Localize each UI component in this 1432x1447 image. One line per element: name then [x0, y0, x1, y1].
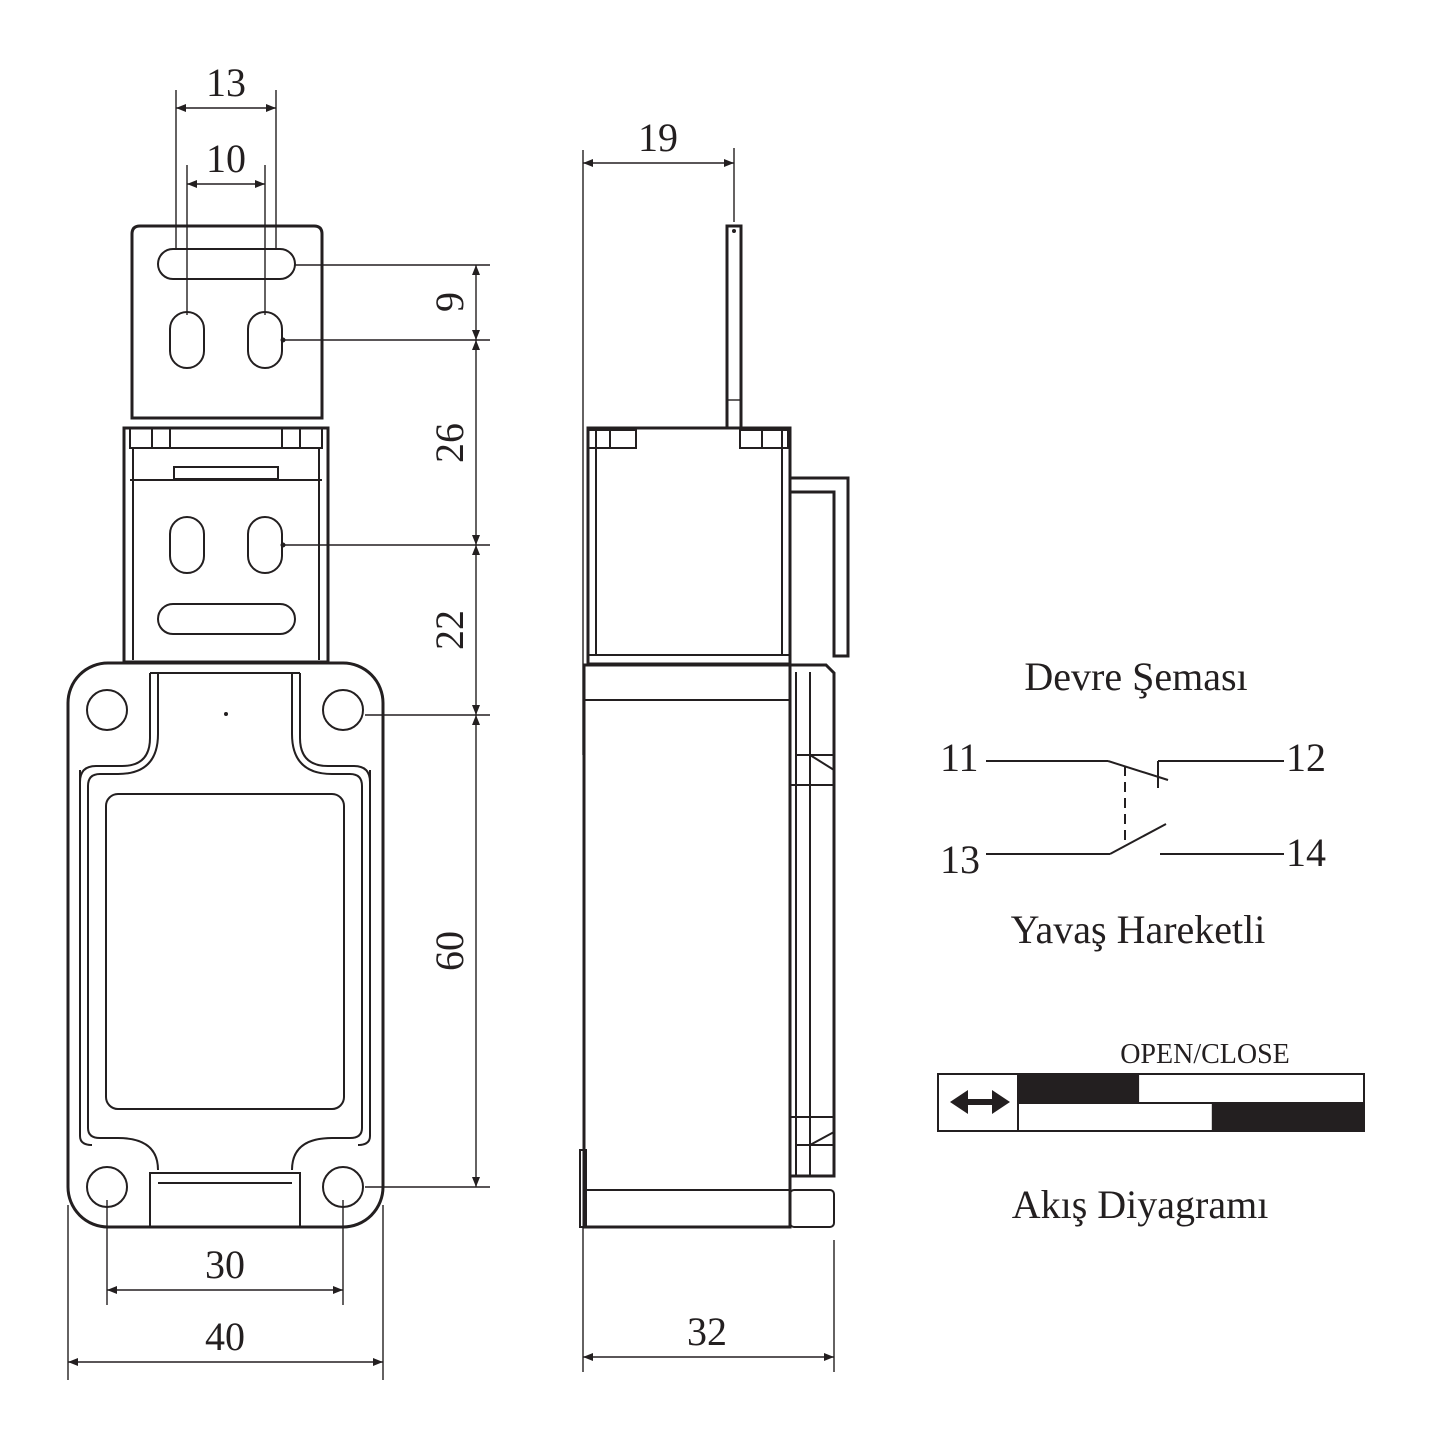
dim-40: 40: [205, 1314, 245, 1359]
key-hole-left: [169, 311, 205, 369]
circuit-title: Devre Şeması: [1024, 654, 1247, 699]
key-slot-horizontal: [157, 248, 296, 280]
terminal-12: 12: [1286, 735, 1326, 780]
circuit-diagram: Devre Şeması 11 12 13 14 Yavaş Hareketli: [940, 654, 1326, 952]
flow-title: Akış Diyagramı: [1012, 1182, 1269, 1227]
dim-60: 60: [427, 931, 472, 971]
side-dimensions: 19 32: [582, 115, 835, 1372]
side-head: [586, 426, 792, 666]
head-hole-right: [247, 516, 283, 574]
head-hole-left: [169, 516, 205, 574]
side-body: [582, 663, 792, 1229]
flow-diagram: OPEN/CLOSE Akış Diyagramı: [937, 1039, 1365, 1227]
dim-19: 19: [638, 115, 678, 160]
terminal-14: 14: [1286, 830, 1326, 875]
terminal-11: 11: [940, 735, 979, 780]
terminal-13: 13: [940, 837, 980, 882]
actuator-key-plate: [130, 224, 324, 420]
switch-body: [66, 661, 385, 1229]
dim-22: 22: [427, 610, 472, 650]
dim-9: 9: [427, 292, 472, 312]
circuit-subtitle: Yavaş Hareketli: [1011, 907, 1266, 952]
flow-header: OPEN/CLOSE: [1120, 1039, 1290, 1070]
side-view: [579, 224, 850, 1229]
dim-13: 13: [206, 60, 246, 105]
mount-hole-top-left: [86, 689, 128, 731]
dim-32: 32: [687, 1309, 727, 1354]
dim-30: 30: [205, 1242, 245, 1287]
double-arrow-icon: [950, 1090, 1010, 1114]
dim-26: 26: [427, 423, 472, 463]
front-dimensions: 13 10 9 26 22 60 30 40: [67, 60, 490, 1380]
side-cover: [790, 663, 836, 1178]
side-actuator-key: [725, 224, 743, 430]
head-slot-horizontal: [157, 603, 296, 635]
flow-bar-row1-closed: [1018, 1074, 1140, 1103]
side-clip: [790, 476, 850, 658]
cover-window: [105, 793, 345, 1110]
mount-hole-top-right: [322, 689, 364, 731]
flow-bar-row2-closed: [1211, 1103, 1364, 1131]
key-hole-right: [247, 311, 283, 369]
front-view: [66, 224, 385, 1229]
dim-10: 10: [206, 136, 246, 181]
